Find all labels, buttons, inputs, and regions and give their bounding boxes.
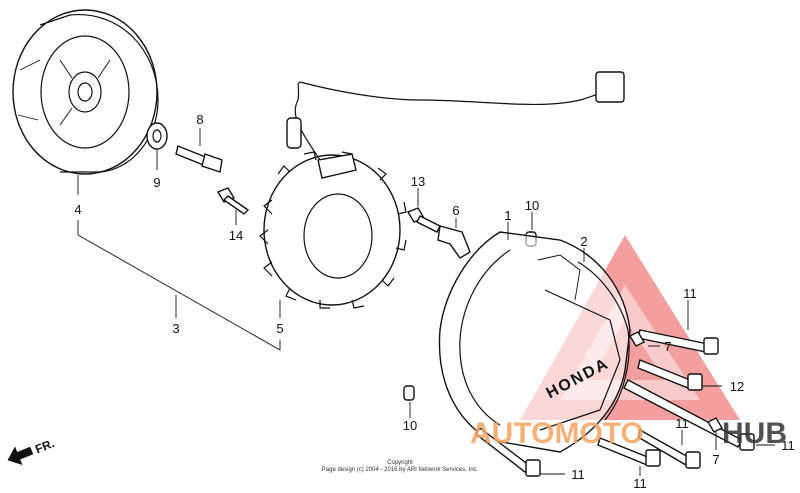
- label-6: 6: [452, 203, 459, 218]
- label-7-upper: 7: [664, 339, 671, 354]
- label-4: 4: [74, 202, 81, 217]
- label-11-bottom: 11: [571, 467, 585, 482]
- wire-clamp-lower: [707, 417, 723, 433]
- cover-bolt-12: [637, 359, 703, 391]
- label-9: 9: [153, 175, 160, 190]
- cover-bolt-4: [597, 437, 661, 467]
- washer: [146, 122, 168, 150]
- label-13: 13: [411, 174, 425, 189]
- label-10-upper: 10: [525, 198, 539, 213]
- label-14: 14: [229, 228, 243, 243]
- leader-lines: [77, 128, 775, 476]
- watermark-text-b: HUB: [722, 417, 787, 450]
- label-11-bottom-mid: 11: [633, 476, 647, 491]
- front-label: FR.: [33, 436, 56, 456]
- label-8: 8: [196, 112, 203, 127]
- label-11-top: 11: [683, 286, 697, 301]
- label-3: 3: [172, 321, 179, 336]
- cover-bolt-3: [475, 426, 541, 477]
- stator: [259, 71, 625, 309]
- front-direction-indicator: FR.: [7, 436, 56, 466]
- copyright-notice: Copyright Page design (c) 2004 - 2016 by…: [322, 460, 479, 473]
- label-5: 5: [276, 321, 283, 336]
- flywheel: [12, 9, 159, 175]
- wire-clamp-plate: [437, 225, 471, 259]
- copyright-line-2: Page design (c) 2004 - 2016 by ARI Netwo…: [322, 467, 479, 473]
- flywheel-bolt: [175, 145, 223, 173]
- label-12: 12: [730, 379, 744, 394]
- copyright-line-1: Copyright: [387, 460, 413, 466]
- label-2: 2: [580, 234, 587, 249]
- dowel-pin-lower: [403, 385, 415, 401]
- generator-cover: HONDA: [438, 231, 631, 453]
- cover-gasket: [577, 261, 630, 421]
- label-11-right: 11: [781, 438, 795, 453]
- label-11-mid: 11: [675, 416, 689, 431]
- label-10-lower: 10: [403, 418, 417, 433]
- watermark-text-a: AUTOMOTO: [470, 417, 644, 450]
- part-labels: 8 9 4 14 3 5 13 6 1 10 2 10 11 7 12 7 11…: [74, 112, 794, 491]
- cover-bolt-5: [637, 428, 701, 469]
- wire-clamp-upper: [629, 331, 645, 347]
- stator-bolt: [216, 187, 250, 215]
- label-7-lower: 7: [712, 452, 719, 467]
- watermark-text: AUTOMOTO HUB: [470, 417, 787, 450]
- label-1: 1: [504, 208, 511, 223]
- plate-bolt: [406, 207, 441, 233]
